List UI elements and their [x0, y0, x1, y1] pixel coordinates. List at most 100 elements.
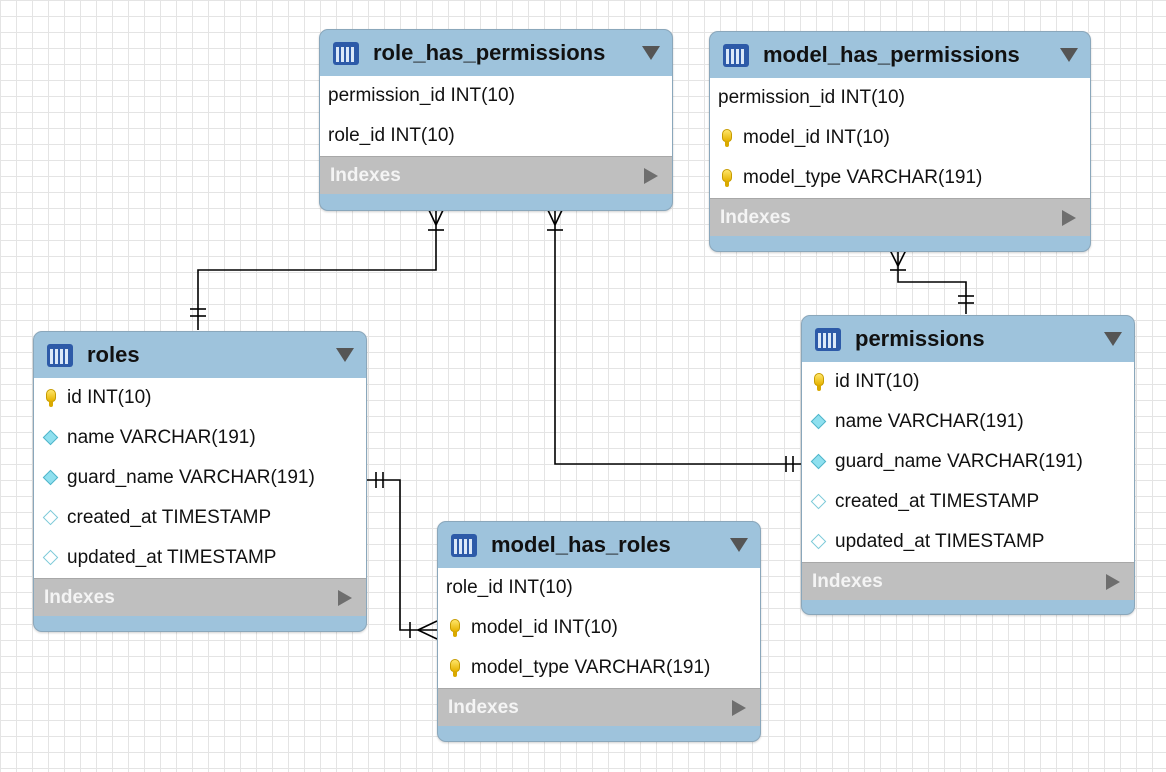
column-label: permission_id INT(10): [718, 87, 905, 108]
expand-arrow-icon[interactable]: [644, 167, 658, 184]
column-label: model_type VARCHAR(191): [471, 657, 711, 678]
not-null-column-icon: [810, 413, 828, 431]
column-label: role_id INT(10): [446, 577, 573, 598]
column-label: permission_id INT(10): [328, 85, 515, 106]
column-label: id INT(10): [835, 371, 920, 392]
column-label: model_id INT(10): [743, 127, 890, 148]
table-header[interactable]: model_has_roles: [438, 522, 760, 568]
collapse-toggle-icon[interactable]: [336, 348, 354, 362]
expand-arrow-icon[interactable]: [1062, 209, 1076, 226]
column-label: updated_at TIMESTAMP: [835, 531, 1045, 552]
column-label: role_id INT(10): [328, 125, 455, 146]
not-null-column-icon: [810, 453, 828, 471]
relationship-roles-role-has-permissions: [190, 207, 445, 330]
column-row[interactable]: name VARCHAR(191): [34, 418, 366, 458]
primary-key-icon: [42, 389, 60, 407]
table-roles[interactable]: roles id INT(10) name VARCHAR(191) guard…: [33, 331, 367, 632]
nullable-column-icon: [810, 533, 828, 551]
column-row[interactable]: guard_name VARCHAR(191): [34, 458, 366, 498]
column-list: role_id INT(10) model_id INT(10) model_t…: [438, 568, 760, 688]
table-name: model_has_roles: [491, 532, 671, 557]
table-name: permissions: [855, 326, 985, 351]
column-list: permission_id INT(10) role_id INT(10): [320, 76, 672, 156]
indexes-section-toggle[interactable]: Indexes: [320, 156, 672, 194]
collapse-toggle-icon[interactable]: [642, 46, 660, 60]
primary-key-icon: [810, 373, 828, 391]
relationship-roles-model-has-roles: [366, 472, 438, 640]
table-header[interactable]: roles: [34, 332, 366, 378]
column-label: name VARCHAR(191): [835, 411, 1024, 432]
column-row[interactable]: model_type VARCHAR(191): [438, 648, 760, 688]
column-row[interactable]: permission_id INT(10): [710, 78, 1090, 118]
column-list: id INT(10) name VARCHAR(191) guard_name …: [802, 362, 1134, 562]
column-row[interactable]: name VARCHAR(191): [802, 402, 1134, 442]
column-label: created_at TIMESTAMP: [67, 507, 272, 528]
collapse-toggle-icon[interactable]: [730, 538, 748, 552]
not-null-column-icon: [42, 429, 60, 447]
primary-key-icon: [718, 169, 736, 187]
primary-key-icon: [446, 619, 464, 637]
column-row[interactable]: updated_at TIMESTAMP: [802, 522, 1134, 562]
table-icon: [723, 43, 749, 67]
column-label: guard_name VARCHAR(191): [835, 451, 1083, 472]
table-header[interactable]: role_has_permissions: [320, 30, 672, 76]
column-row[interactable]: id INT(10): [802, 362, 1134, 402]
column-label: id INT(10): [67, 387, 152, 408]
not-null-column-icon: [42, 469, 60, 487]
column-row[interactable]: created_at TIMESTAMP: [802, 482, 1134, 522]
column-row[interactable]: guard_name VARCHAR(191): [802, 442, 1134, 482]
column-label: name VARCHAR(191): [67, 427, 256, 448]
table-icon: [815, 327, 841, 351]
column-label: guard_name VARCHAR(191): [67, 467, 315, 488]
column-row[interactable]: permission_id INT(10): [320, 76, 672, 116]
column-list: id INT(10) name VARCHAR(191) guard_name …: [34, 378, 366, 578]
collapse-toggle-icon[interactable]: [1104, 332, 1122, 346]
column-label: updated_at TIMESTAMP: [67, 547, 277, 568]
table-icon: [47, 343, 73, 367]
nullable-column-icon: [810, 493, 828, 511]
primary-key-icon: [446, 659, 464, 677]
collapse-toggle-icon[interactable]: [1060, 48, 1078, 62]
column-list: permission_id INT(10) model_id INT(10) m…: [710, 78, 1090, 198]
indexes-section-toggle[interactable]: Indexes: [438, 688, 760, 726]
expand-arrow-icon[interactable]: [732, 699, 746, 716]
column-label: model_id INT(10): [471, 617, 618, 638]
table-icon: [333, 41, 359, 65]
indexes-section-toggle[interactable]: Indexes: [34, 578, 366, 616]
relationship-permissions-model-has-permissions: [889, 249, 974, 314]
indexes-section-toggle[interactable]: Indexes: [802, 562, 1134, 600]
indexes-label: Indexes: [44, 586, 115, 608]
table-name: model_has_permissions: [763, 42, 1020, 67]
expand-arrow-icon[interactable]: [1106, 573, 1120, 590]
table-header[interactable]: model_has_permissions: [710, 32, 1090, 78]
table-header[interactable]: permissions: [802, 316, 1134, 362]
table-name: roles: [87, 342, 140, 367]
nullable-column-icon: [42, 549, 60, 567]
primary-key-icon: [718, 129, 736, 147]
column-row[interactable]: updated_at TIMESTAMP: [34, 538, 366, 578]
table-model-has-roles[interactable]: model_has_roles role_id INT(10) model_id…: [437, 521, 761, 742]
table-model-has-permissions[interactable]: model_has_permissions permission_id INT(…: [709, 31, 1091, 252]
column-row[interactable]: model_type VARCHAR(191): [710, 158, 1090, 198]
column-row[interactable]: model_id INT(10): [710, 118, 1090, 158]
expand-arrow-icon[interactable]: [338, 589, 352, 606]
indexes-label: Indexes: [812, 570, 883, 592]
indexes-label: Indexes: [720, 206, 791, 228]
column-row[interactable]: id INT(10): [34, 378, 366, 418]
column-row[interactable]: model_id INT(10): [438, 608, 760, 648]
table-name: role_has_permissions: [373, 40, 606, 65]
column-row[interactable]: role_id INT(10): [320, 116, 672, 156]
column-label: model_type VARCHAR(191): [743, 167, 983, 188]
table-permissions[interactable]: permissions id INT(10) name VARCHAR(191)…: [801, 315, 1135, 615]
indexes-label: Indexes: [448, 696, 519, 718]
column-row[interactable]: created_at TIMESTAMP: [34, 498, 366, 538]
column-row[interactable]: role_id INT(10): [438, 568, 760, 608]
table-icon: [451, 533, 477, 557]
indexes-label: Indexes: [330, 164, 401, 186]
column-label: created_at TIMESTAMP: [835, 491, 1040, 512]
table-role-has-permissions[interactable]: role_has_permissions permission_id INT(1…: [319, 29, 673, 211]
indexes-section-toggle[interactable]: Indexes: [710, 198, 1090, 236]
nullable-column-icon: [42, 509, 60, 527]
